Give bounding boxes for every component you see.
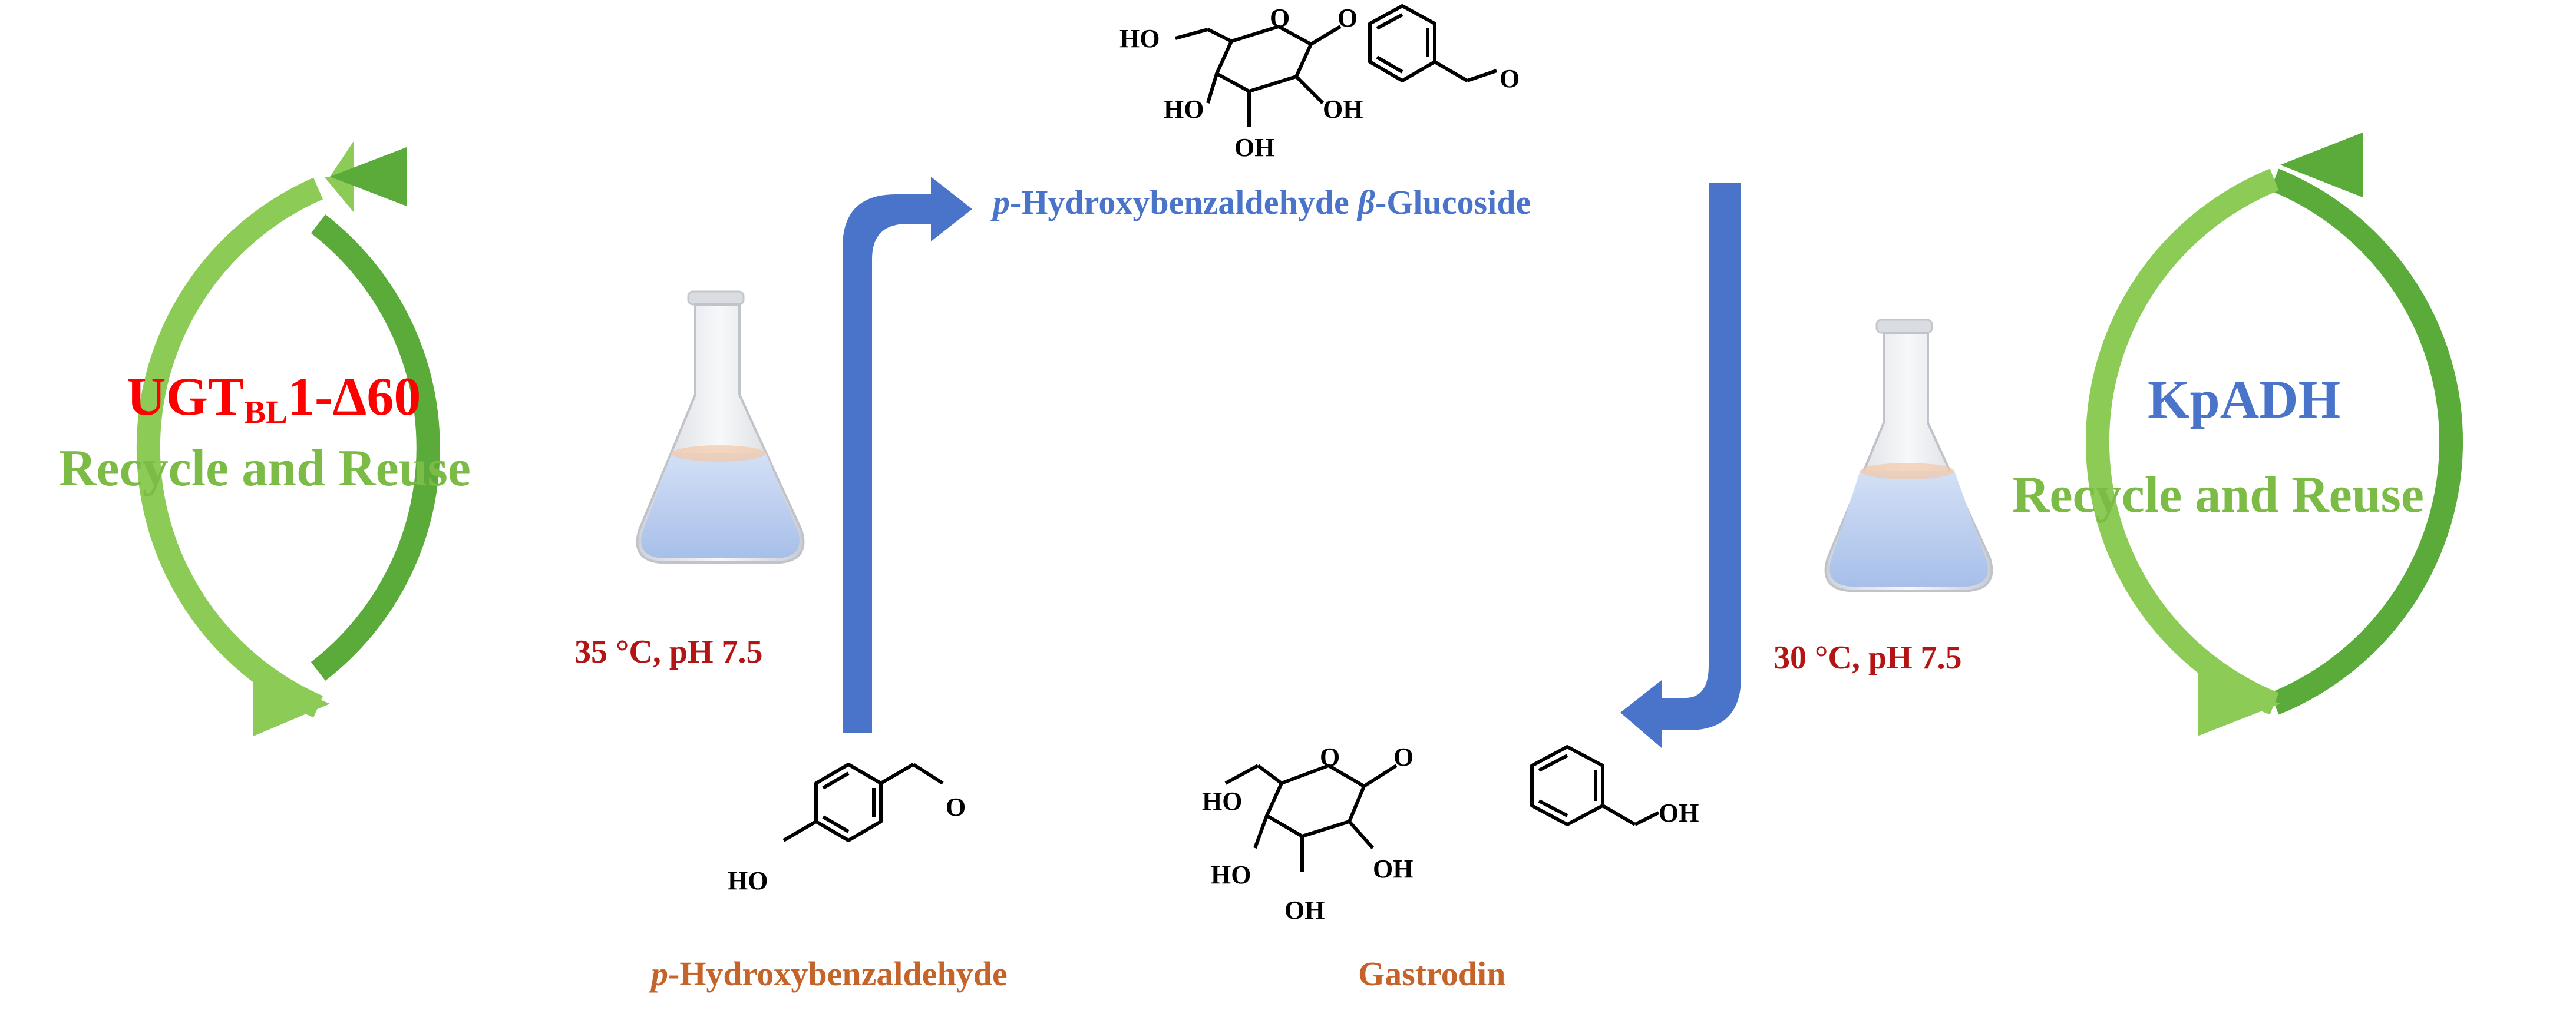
process-arrow-left: [843, 177, 972, 733]
substrate-ho-label: HO: [728, 866, 768, 895]
product-ho-label: HO: [1202, 787, 1242, 816]
left-cycle-lower-arc: [136, 177, 323, 718]
left-cycle-upper-arc: [311, 214, 440, 681]
intermediate-oh3-label: OH: [1234, 133, 1274, 162]
right-recycle-label: Recycle and Reuse: [2012, 466, 2424, 524]
left-cycle-arrowhead-bottom: [253, 671, 330, 736]
intermediate-aldehyde-o-label: O: [1500, 64, 1520, 93]
flask-left: [636, 290, 805, 564]
flask-right: [1824, 319, 1993, 592]
product-ch2oh-label: OH: [1659, 799, 1699, 827]
left-enzyme-label: UGTBL1-Δ60: [127, 365, 421, 431]
intermediate-name-label: p-Hydroxybenzaldehyde β-Glucoside: [993, 183, 1531, 222]
product-oh2-label: OH: [1373, 855, 1413, 883]
intermediate-oh1-label: HO: [1164, 95, 1204, 124]
substrate-prefix: p: [651, 955, 668, 993]
product-oh1-label: HO: [1211, 860, 1251, 889]
product-ring-o-label: O: [1320, 743, 1340, 771]
right-enzyme-label: KpADH: [2148, 369, 2341, 429]
intermediate-name-mid: -Hydroxybenzaldehyde: [1010, 183, 1358, 221]
intermediate-prefix: p: [993, 183, 1010, 221]
product-oh3-label: OH: [1284, 896, 1325, 925]
substrate-name-label: p-Hydroxybenzaldehyde: [651, 954, 1008, 994]
intermediate-ho-label: HO: [1119, 24, 1160, 53]
right-cycle-arrowhead-top: [2280, 133, 2363, 197]
product-link-o-label: O: [1393, 743, 1414, 771]
structure-product: [1224, 745, 1660, 872]
left-enzyme-suffix: 1-Δ60: [288, 366, 421, 426]
left-recycle-label: Recycle and Reuse: [59, 440, 471, 497]
left-condition-label: 35 °C, pH 7.5: [574, 634, 763, 670]
right-cycle-arrowhead-bottom: [2198, 671, 2280, 736]
right-condition-label: 30 °C, pH 7.5: [1774, 640, 1962, 676]
right-cycle-upper-arc: [2270, 168, 2463, 715]
substrate-o-label: O: [946, 793, 966, 822]
product-name-label: Gastrodin: [1358, 955, 1506, 993]
intermediate-beta: β: [1358, 183, 1375, 221]
right-recycle-cycle: [2086, 168, 2463, 715]
intermediate-ring-o-label: O: [1270, 4, 1290, 32]
intermediate-link-o-label: O: [1337, 4, 1358, 32]
left-recycle-cycle: [136, 177, 440, 718]
structure-intermediate: [1175, 4, 1497, 127]
substrate-name: -Hydroxybenzaldehyde: [668, 955, 1008, 993]
left-cycle-arrowhead-top-tip: [330, 147, 407, 206]
left-enzyme-name: UGT: [127, 366, 245, 426]
structure-substrate: [782, 763, 944, 842]
right-cycle-lower-arc: [2086, 168, 2279, 715]
intermediate-oh2-label: OH: [1323, 95, 1363, 124]
intermediate-name-end: -Glucoside: [1375, 183, 1531, 221]
left-enzyme-subscript: BL: [244, 393, 288, 430]
process-arrow-right: [1620, 183, 1741, 748]
